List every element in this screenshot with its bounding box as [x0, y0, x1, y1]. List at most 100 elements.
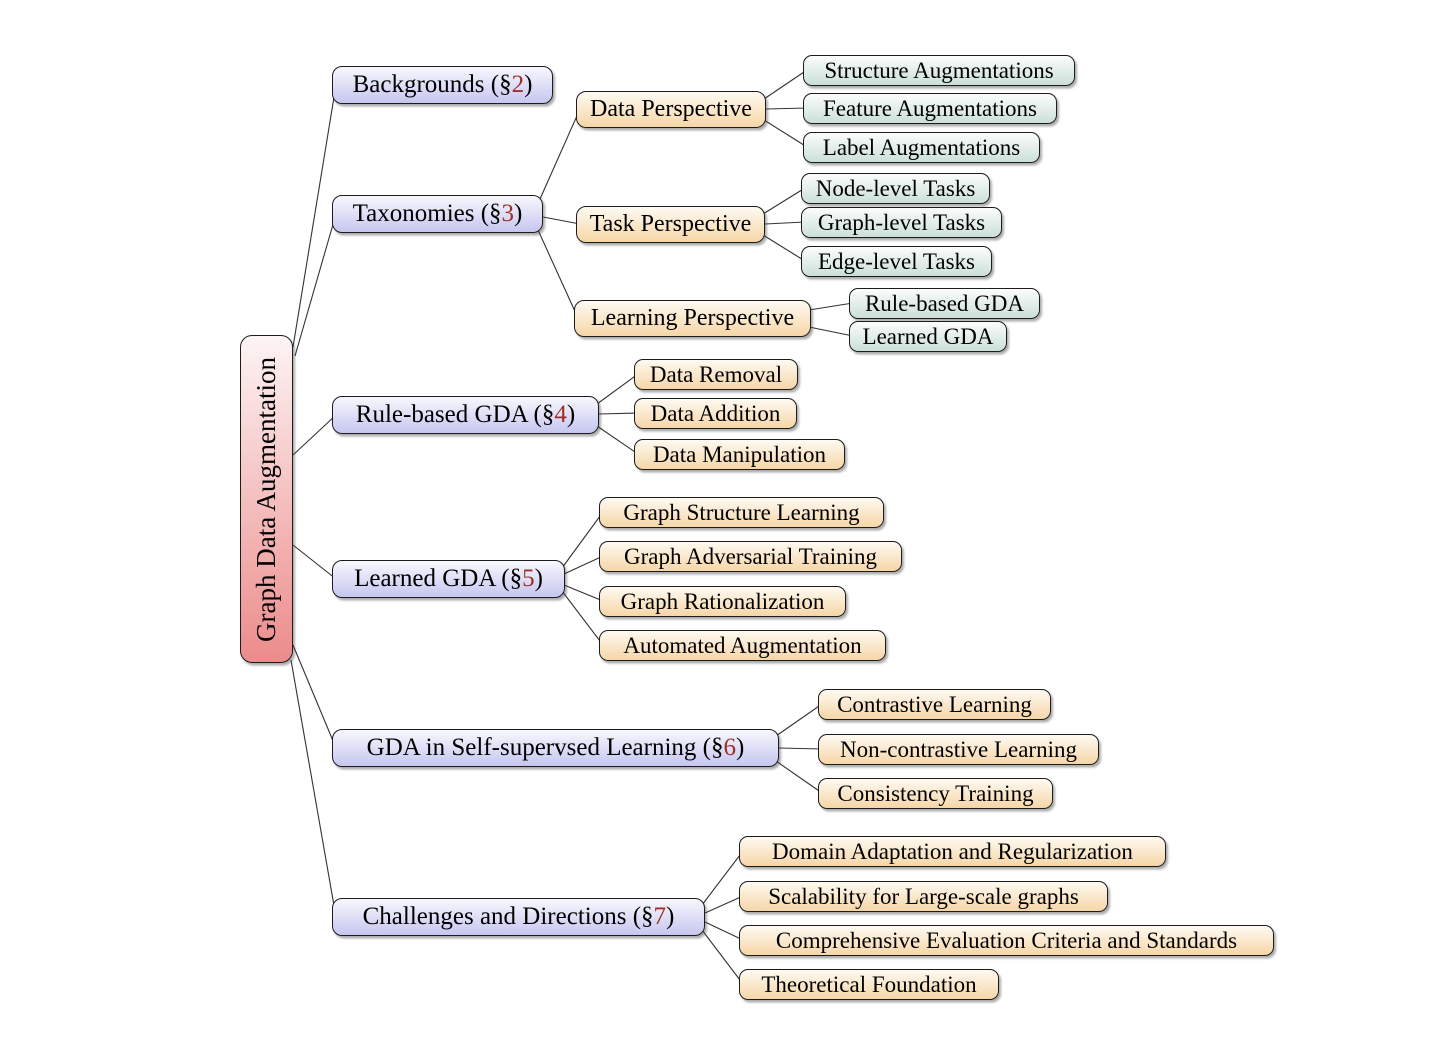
category-learning-perspective: Learning Perspective	[574, 300, 811, 337]
leaf-contrastive-learning: Contrastive Learning	[818, 689, 1051, 720]
connector-line	[704, 921, 744, 941]
category-label: Learning Perspective	[590, 305, 795, 331]
leaf-label: Consistency Training	[837, 780, 1034, 806]
connector-line	[596, 425, 639, 455]
branch-label: Backgrounds (§	[352, 71, 512, 98]
connector-line	[775, 703, 823, 737]
connector-line	[765, 107, 808, 110]
branch-label: Challenges and Directions (§	[362, 903, 654, 930]
leaf-label: Non-contrastive Learning	[840, 736, 1077, 762]
branch-label-suffix: )	[736, 734, 745, 761]
leaf-non-contrastive-learning: Non-contrastive Learning	[818, 734, 1099, 765]
leaf-label: Feature Augmentations	[823, 95, 1037, 121]
connector-line	[290, 659, 337, 918]
connector-line	[808, 302, 854, 311]
root-node-graph-data-augmentation: Graph Data Augmentation	[240, 335, 293, 663]
section-number: 6	[723, 734, 737, 761]
leaf-consistency-training: Consistency Training	[818, 778, 1053, 809]
connector-line	[292, 644, 337, 749]
section-number: 7	[653, 903, 667, 930]
leaf-label: Rule-based GDA	[864, 290, 1025, 316]
branch-label: Taxonomies (§	[352, 200, 502, 227]
leaf-label: Node-level Tasks	[815, 175, 976, 201]
connector-line	[561, 590, 604, 646]
leaf-label: Graph Adversarial Training	[624, 543, 877, 569]
connector-line	[763, 69, 808, 100]
section-number: 2	[511, 71, 525, 98]
leaf-label: Learned GDA	[862, 323, 994, 349]
section-number: 3	[501, 200, 515, 227]
leaf-graph-structure-learning: Graph Structure Learning	[599, 497, 884, 528]
connector-line	[537, 229, 579, 319]
leaf-label: Structure Augmentations	[824, 57, 1054, 83]
leaf-label: Label Augmentations	[822, 134, 1021, 160]
leaf-label: Data Removal	[649, 361, 783, 387]
branch-label: Rule-based GDA (§	[355, 401, 555, 428]
connector-line	[542, 216, 581, 225]
leaf-label: Data Manipulation	[652, 441, 827, 467]
leaf-label: Comprehensive Evaluation Criteria and St…	[775, 927, 1238, 953]
connector-line	[701, 850, 744, 906]
connector-line	[808, 326, 854, 337]
connector-line	[292, 544, 337, 580]
branch-label-suffix: )	[534, 565, 543, 592]
leaf-automated-augmentation: Automated Augmentation	[599, 630, 886, 661]
category-label: Task Perspective	[589, 211, 752, 237]
leaf-label-augmentations: Label Augmentations	[803, 132, 1040, 163]
leaf-structure-augmentations: Structure Augmentations	[803, 55, 1075, 86]
leaf-label: Data Addition	[650, 400, 781, 426]
leaf-theoretical-foundation: Theoretical Foundation	[739, 969, 999, 1000]
leaf-domain-adaptation-and-regularization: Domain Adaptation and Regularization	[739, 836, 1166, 867]
branch-label: GDA in Self-supervsed Learning (§	[366, 734, 724, 761]
connector-line	[561, 511, 604, 569]
branch-gda-in-self-supervised-learning: GDA in Self-supervsed Learning (§6)	[332, 729, 779, 767]
connector-line	[701, 929, 744, 985]
connector-line	[539, 108, 581, 200]
leaf-graph-adversarial-training: Graph Adversarial Training	[599, 541, 902, 572]
branch-label-suffix: )	[566, 401, 576, 428]
branch-challenges-and-directions: Challenges and Directions (§7)	[332, 898, 705, 936]
connector-line	[598, 412, 639, 415]
connector-line	[775, 760, 823, 794]
leaf-feature-augmentations: Feature Augmentations	[803, 93, 1057, 124]
section-number: 4	[554, 401, 567, 428]
leaf-scalability-for-large-scale-graphs: Scalability for Large-scale graphs	[739, 881, 1108, 912]
leaf-label: Domain Adaptation and Regularization	[772, 838, 1133, 864]
connector-line	[764, 221, 806, 225]
leaf-learned-gda: Learned GDA	[849, 321, 1007, 352]
leaf-label: Scalability for Large-scale graphs	[768, 883, 1079, 909]
branch-learned-gda: Learned GDA (§5)	[332, 560, 565, 598]
connector-line	[563, 584, 604, 602]
section-number: 5	[522, 565, 535, 592]
category-data-perspective: Data Perspective	[576, 91, 766, 128]
leaf-edge-level-tasks: Edge-level Tasks	[801, 246, 992, 277]
leaf-data-manipulation: Data Manipulation	[634, 439, 845, 470]
connector-line	[704, 895, 744, 914]
leaf-label: Contrastive Learning	[837, 691, 1032, 717]
connector-line	[596, 373, 639, 405]
leaf-label: Automated Augmentation	[623, 632, 862, 658]
connector-line	[762, 187, 806, 215]
branch-label-suffix: )	[524, 71, 533, 98]
category-label: Data Perspective	[590, 96, 752, 122]
leaf-node-level-tasks: Node-level Tasks	[801, 173, 990, 204]
leaf-graph-rationalization: Graph Rationalization	[599, 586, 846, 617]
connector-line	[778, 747, 823, 750]
connector-line	[762, 234, 806, 262]
branch-rule-based-gda: Rule-based GDA (§4)	[332, 396, 599, 434]
leaf-label: Graph Structure Learning	[623, 499, 860, 525]
leaf-rule-based-gda: Rule-based GDA	[849, 288, 1040, 319]
branch-label-suffix: )	[514, 200, 523, 227]
connector-line	[294, 213, 337, 357]
leaf-label: Graph Rationalization	[620, 588, 825, 614]
connector-line	[563, 555, 604, 575]
leaf-label: Theoretical Foundation	[761, 971, 977, 997]
leaf-data-addition: Data Addition	[634, 398, 797, 429]
branch-label: Learned GDA (§	[354, 565, 523, 592]
leaf-graph-level-tasks: Graph-level Tasks	[801, 207, 1002, 238]
root-label: Graph Data Augmentation	[251, 356, 281, 642]
category-task-perspective: Task Perspective	[576, 206, 765, 243]
leaf-label: Graph-level Tasks	[817, 209, 986, 235]
connector-line	[292, 414, 337, 456]
